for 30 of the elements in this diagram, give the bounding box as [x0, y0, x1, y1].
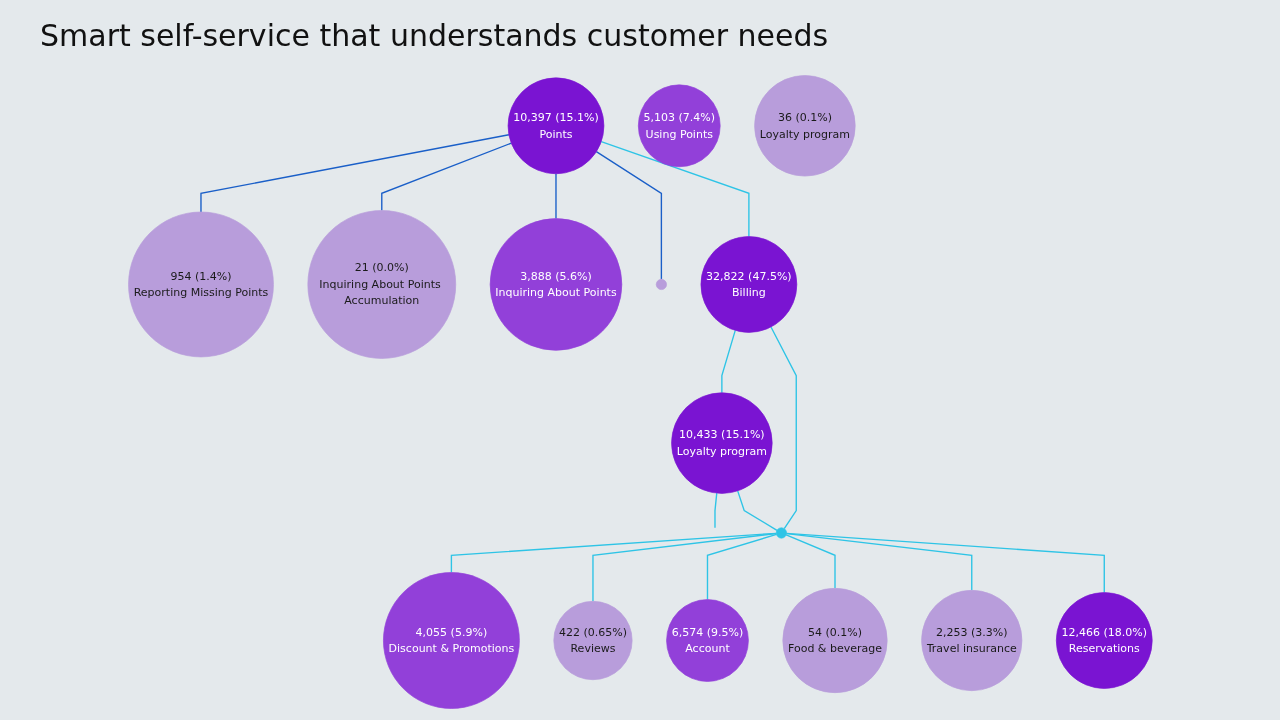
node-circle: 10,433 (15.1%) Loyalty program — [670, 392, 773, 494]
connector — [199, 134, 510, 213]
node-circle: 954 (1.4%) Reporting Missing Points — [127, 211, 274, 358]
connector — [736, 490, 778, 531]
connector — [595, 151, 662, 280]
connector — [785, 532, 1105, 594]
node-circle: 5,103 (7.4%) Using Points — [637, 84, 721, 168]
node-circle: 2,253 (3.3%) Travel insurance — [920, 590, 1022, 692]
connector — [785, 532, 973, 592]
node-circle: 54 (0.1%) Food & beverage — [782, 587, 888, 694]
node-circle — [775, 527, 787, 539]
node-circle: 10,397 (15.1%) Points — [507, 77, 604, 175]
node-circle: 12,466 (18.0%) Reservations — [1055, 592, 1153, 689]
connector — [720, 329, 736, 394]
node-circle: 21 (0.0%) Inquiring About Points Accumulation — [307, 210, 456, 359]
connector — [713, 492, 718, 529]
connector — [554, 173, 557, 220]
connector — [600, 140, 750, 238]
connector — [591, 532, 777, 602]
node-circle: 4,055 (5.9%) Discount & Promotions — [382, 572, 520, 709]
node-circle — [655, 278, 667, 290]
node-circle: 3,888 (5.6%) Inquiring About Points — [489, 218, 622, 351]
connector — [769, 326, 797, 530]
connector — [706, 533, 777, 601]
node-circle: 36 (0.1%) Loyalty program — [753, 75, 856, 177]
title: Smart self-service that understands customer needs — [40, 17, 830, 55]
node-circle: 6,574 (9.5%) Account — [665, 599, 749, 682]
node-circle: 422 (0.65%) Reviews — [553, 600, 633, 681]
node-circle: 32,822 (47.5%) Billing — [700, 236, 797, 333]
connector — [380, 142, 512, 212]
